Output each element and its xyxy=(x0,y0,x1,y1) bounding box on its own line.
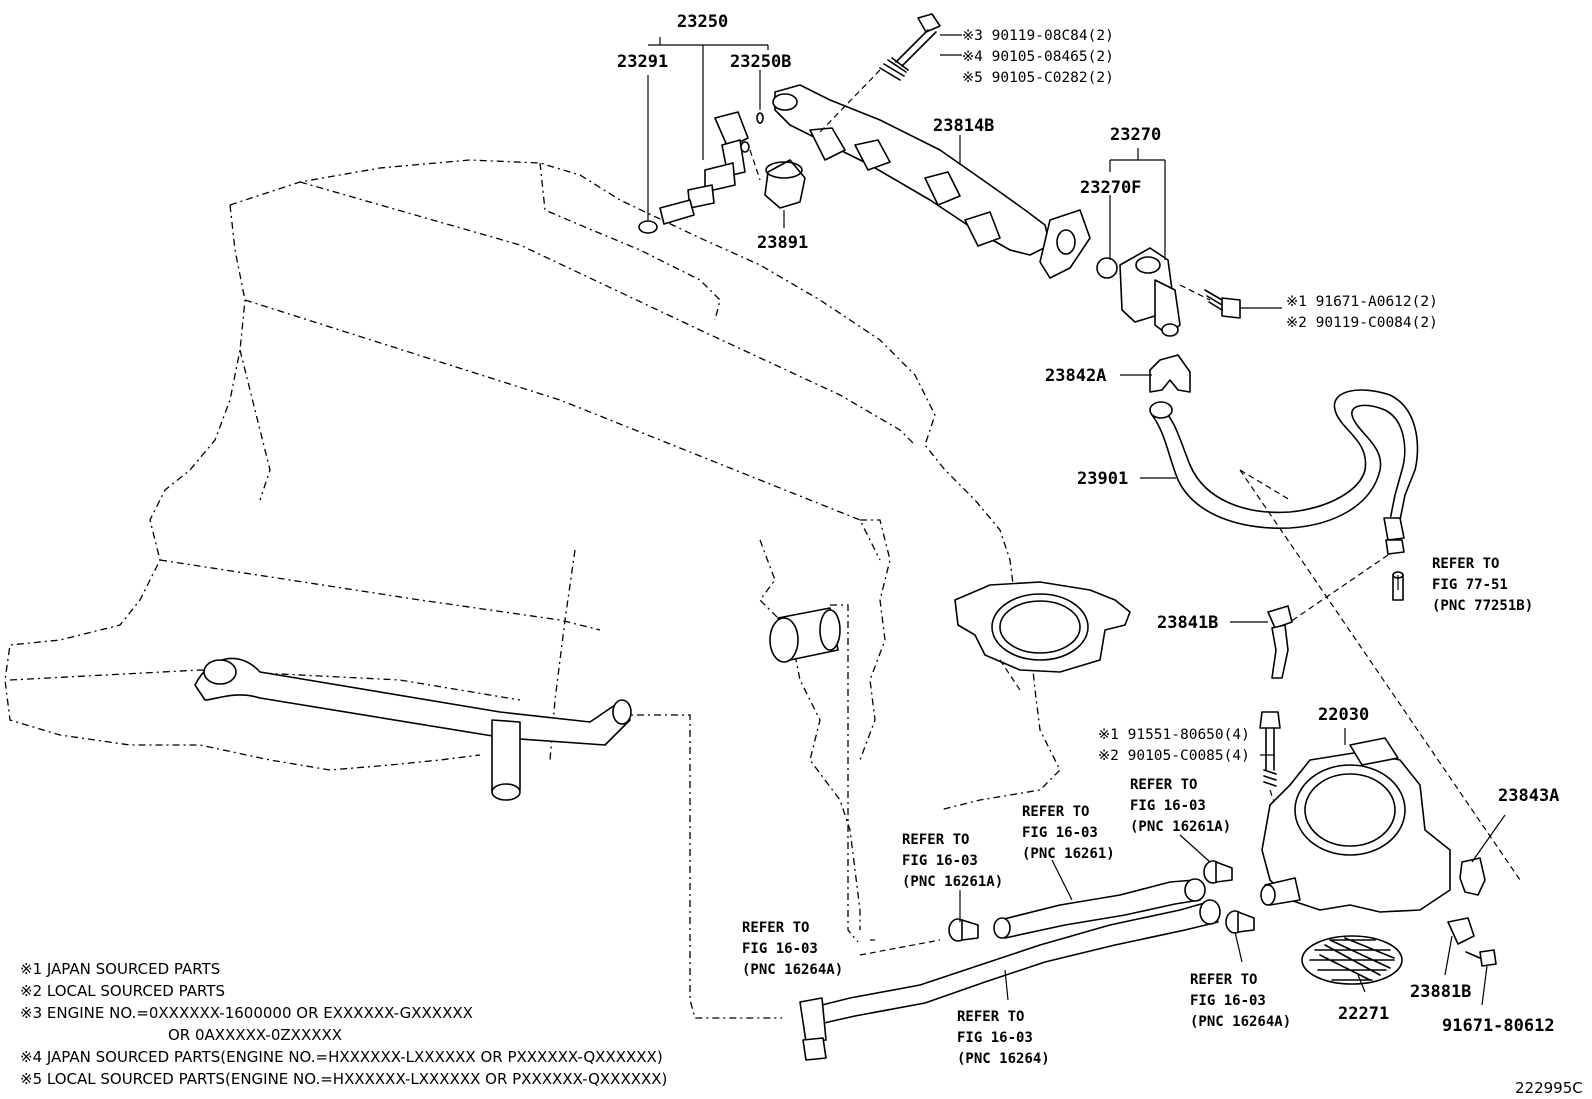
clamp-23843a xyxy=(1459,857,1486,896)
hose-clamps xyxy=(948,860,1255,942)
fastener-pipe-2: ※2 90119-C0084(2) xyxy=(1286,315,1438,331)
coolant-pipe-left xyxy=(194,657,632,801)
svg-text:FIG 16-03: FIG 16-03 xyxy=(1130,798,1206,814)
leader-lines xyxy=(647,34,1506,1006)
gasket xyxy=(1301,935,1403,985)
fastener-top-1: ※3 90119-08C84(2) xyxy=(962,28,1114,44)
delivery-pipe xyxy=(772,69,1091,279)
fastener-top-3: ※5 90105-C0282(2) xyxy=(962,70,1114,86)
note-4: ※4 JAPAN SOURCED PARTS(ENGINE NO.=HXXXXX… xyxy=(20,1048,663,1066)
label-23881b: 23881B xyxy=(1410,982,1471,1002)
throttle-body xyxy=(1260,737,1451,913)
refer-fig-16-03-e: REFER TO FIG 16-03 (PNC 16264) xyxy=(957,1009,1050,1067)
label-23891: 23891 xyxy=(757,233,808,253)
svg-text:FIG 16-03: FIG 16-03 xyxy=(957,1030,1033,1046)
fastener-throttle-2: ※2 90105-C0085(4) xyxy=(1098,748,1250,764)
note-1: ※1 JAPAN SOURCED PARTS xyxy=(20,960,220,978)
label-23250b: 23250B xyxy=(730,52,791,72)
svg-text:(PNC 16261A): (PNC 16261A) xyxy=(1130,819,1231,835)
label-23901: 23901 xyxy=(1077,469,1128,489)
svg-text:FIG 16-03: FIG 16-03 xyxy=(742,941,818,957)
label-23842a: 23842A xyxy=(1045,366,1106,386)
svg-text:REFER TO: REFER TO xyxy=(1432,556,1499,572)
svg-text:(PNC 16264): (PNC 16264) xyxy=(957,1051,1050,1067)
svg-text:REFER TO: REFER TO xyxy=(1190,972,1257,988)
fastener-pipe-1: ※1 91671-A0612(2) xyxy=(1286,294,1438,310)
refer-fig-16-03-a: REFER TO FIG 16-03 (PNC 16261A) xyxy=(902,832,1003,890)
label-23814b: 23814B xyxy=(933,116,994,136)
fuel-injector xyxy=(638,111,764,234)
svg-text:FIG 77-51: FIG 77-51 xyxy=(1432,577,1508,593)
bolt-top xyxy=(879,13,941,81)
bolt-pipe xyxy=(1204,289,1241,319)
svg-text:REFER TO: REFER TO xyxy=(902,832,969,848)
label-23250: 23250 xyxy=(677,12,728,32)
label-23843a: 23843A xyxy=(1498,786,1559,806)
clamp-23842a xyxy=(1149,354,1191,393)
svg-text:REFER TO: REFER TO xyxy=(1130,777,1197,793)
note-3-cont: OR 0AXXXXX-0ZXXXXX xyxy=(168,1026,342,1044)
svg-text:FIG 16-03: FIG 16-03 xyxy=(902,853,978,869)
fuel-hose xyxy=(1149,389,1419,623)
label-23841b: 23841B xyxy=(1157,613,1218,633)
refer-fig-16-03-b: REFER TO FIG 16-03 (PNC 16261) xyxy=(1022,804,1115,862)
svg-text:REFER TO: REFER TO xyxy=(742,920,809,936)
refer-fig-16-03-c: REFER TO FIG 16-03 (PNC 16261A) xyxy=(1130,777,1231,835)
svg-text:REFER TO: REFER TO xyxy=(957,1009,1024,1025)
svg-text:FIG 16-03: FIG 16-03 xyxy=(1022,825,1098,841)
engine-outline xyxy=(4,159,1061,1019)
footnotes: ※1 JAPAN SOURCED PARTS ※2 LOCAL SOURCED … xyxy=(20,960,667,1088)
clamp-23881b xyxy=(1447,917,1497,967)
note-3: ※3 ENGINE NO.=0XXXXXX-1600000 OR EXXXXXX… xyxy=(20,1004,473,1022)
svg-text:(PNC 16261A): (PNC 16261A) xyxy=(902,874,1003,890)
svg-text:(PNC 16261): (PNC 16261) xyxy=(1022,846,1115,862)
hose-stub xyxy=(769,607,841,663)
refer-fig-16-03-d: REFER TO FIG 16-03 (PNC 16264A) xyxy=(742,920,843,978)
label-23291: 23291 xyxy=(617,52,668,72)
svg-text:(PNC 16264A): (PNC 16264A) xyxy=(1190,1014,1291,1030)
o-ring xyxy=(1096,257,1118,279)
fuel-pipe-fitting xyxy=(1119,247,1211,337)
note-5: ※5 LOCAL SOURCED PARTS(ENGINE NO.=HXXXXX… xyxy=(20,1070,667,1088)
svg-text:REFER TO: REFER TO xyxy=(1022,804,1089,820)
figure-code: 222995C xyxy=(1515,1079,1583,1097)
fastener-throttle-1: ※1 91551-80650(4) xyxy=(1098,727,1250,743)
svg-text:FIG 16-03: FIG 16-03 xyxy=(1190,993,1266,1009)
label-23270f: 23270F xyxy=(1080,178,1141,198)
bypass-hoses xyxy=(799,878,1221,1061)
svg-text:(PNC 77251B): (PNC 77251B) xyxy=(1432,598,1533,614)
insulator xyxy=(764,159,806,209)
intake-flange xyxy=(954,581,1131,691)
label-23270: 23270 xyxy=(1110,125,1161,145)
note-2: ※2 LOCAL SOURCED PARTS xyxy=(20,982,225,1000)
svg-text:(PNC 16264A): (PNC 16264A) xyxy=(742,962,843,978)
refer-fig-77-51: REFER TO FIG 77-51 (PNC 77251B) xyxy=(1432,556,1533,614)
refer-fig-16-03-f: REFER TO FIG 16-03 (PNC 16264A) xyxy=(1190,972,1291,1030)
label-91671-80612: 91671-80612 xyxy=(1442,1016,1555,1036)
label-22030: 22030 xyxy=(1318,705,1369,725)
fastener-top-2: ※4 90105-08465(2) xyxy=(962,49,1114,65)
label-22271: 22271 xyxy=(1338,1004,1389,1024)
clip-23841b xyxy=(1267,605,1293,679)
